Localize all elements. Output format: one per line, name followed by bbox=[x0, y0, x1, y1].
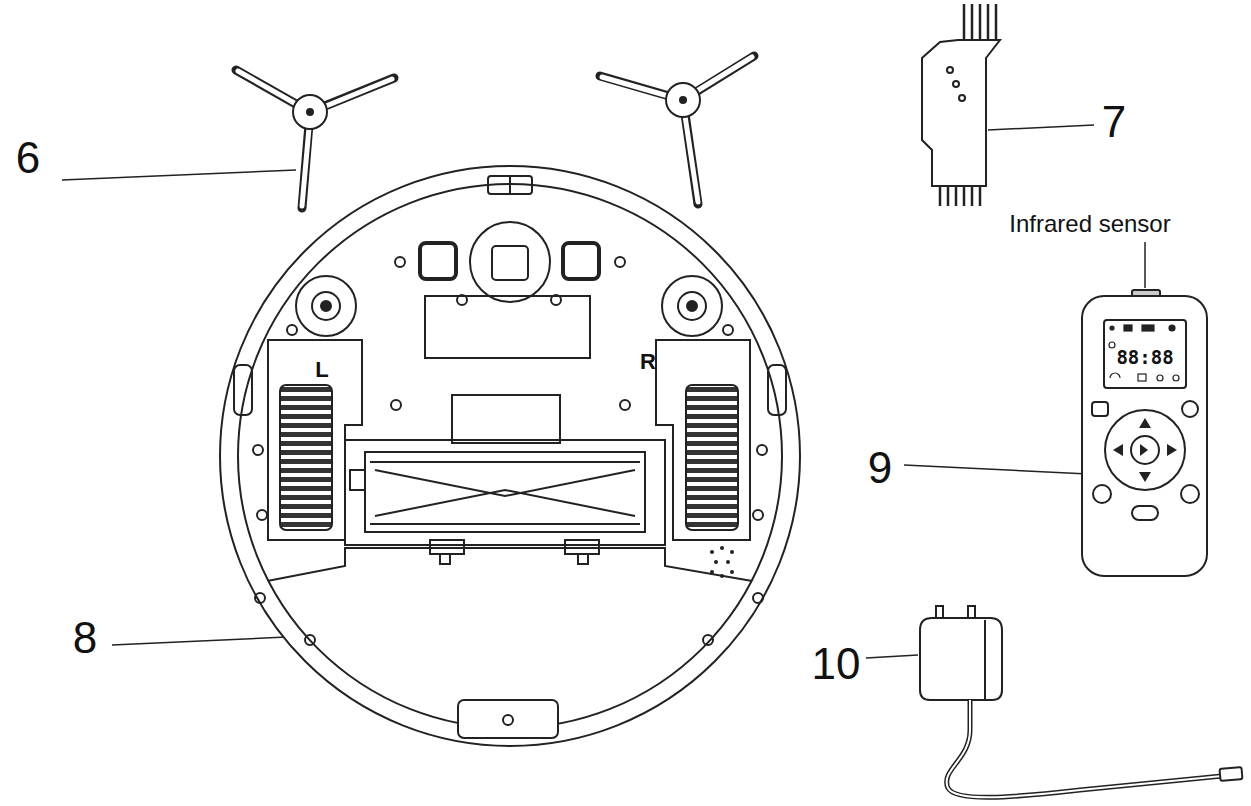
part-name: Infrared sensor bbox=[1009, 212, 1170, 236]
cleaning-tool bbox=[922, 4, 1000, 206]
display-digits: 88:88 bbox=[1116, 348, 1173, 367]
callout-number: 10 bbox=[812, 642, 861, 686]
remote-control bbox=[1082, 290, 1207, 576]
screws bbox=[253, 257, 767, 645]
callout-number: 8 bbox=[73, 616, 97, 660]
wheel-side-mark: R bbox=[640, 351, 656, 373]
callout-number: 7 bbox=[1102, 100, 1126, 144]
leader-line bbox=[904, 465, 1088, 474]
wheel-side-mark: L bbox=[315, 359, 328, 381]
leader-line bbox=[988, 125, 1094, 130]
charger-adapter bbox=[920, 606, 1242, 797]
side-brush bbox=[236, 70, 394, 208]
speaker-holes bbox=[710, 546, 734, 578]
side-brush bbox=[600, 56, 754, 204]
leader-line bbox=[1144, 242, 1146, 288]
callout-number: 9 bbox=[868, 446, 892, 490]
leader-line bbox=[866, 655, 918, 658]
robot-vacuum bbox=[220, 166, 800, 746]
callout-number: 6 bbox=[16, 136, 40, 180]
leader-line bbox=[62, 170, 296, 180]
